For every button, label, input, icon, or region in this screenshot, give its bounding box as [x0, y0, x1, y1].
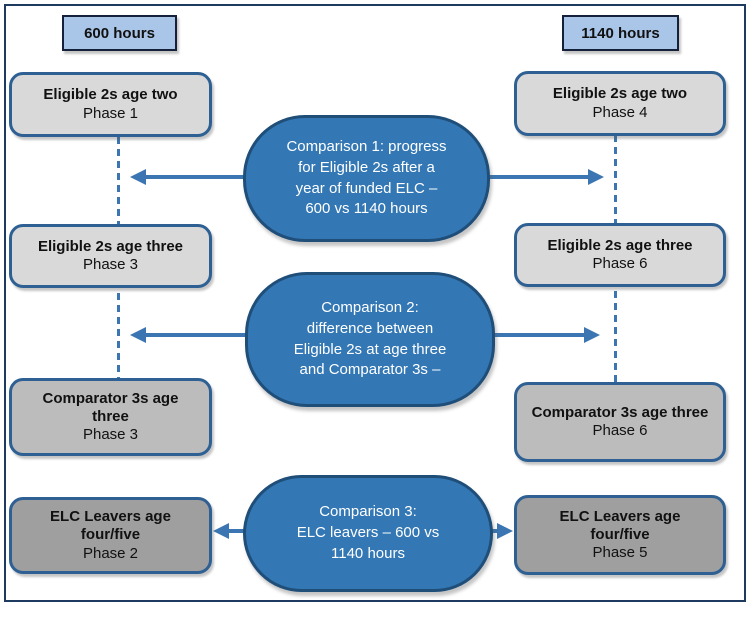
- header-label: 600 hours: [84, 24, 155, 42]
- comparison-2-bubble: Comparison 2: difference between Eligibl…: [245, 272, 495, 407]
- diagram-border: [4, 4, 746, 602]
- comparison-text-line: and Comparator 3s –: [299, 361, 441, 379]
- box-title: Comparator 3s age three: [42, 389, 179, 425]
- box-left-elc-leavers-age-four-five: ELC Leavers age four/five Phase 2: [9, 497, 212, 574]
- arrowhead-left-icon: [213, 523, 229, 539]
- box-left-comparator-3s-age-three: Comparator 3s age three Phase 3: [9, 378, 212, 456]
- box-phase: Phase 5: [592, 544, 648, 562]
- box-left-eligible-2s-age-three: Eligible 2s age three Phase 3: [9, 224, 212, 288]
- box-right-elc-leavers-age-four-five: ELC Leavers age four/five Phase 5: [514, 495, 726, 575]
- arrowhead-left-icon: [130, 327, 146, 343]
- comparison-1-bubble: Comparison 1: progress for Eligible 2s a…: [243, 115, 490, 242]
- header-600-hours: 600 hours: [62, 15, 177, 51]
- comparison-text-line: ELC leavers – 600 vs: [296, 524, 440, 542]
- comparison-3-bubble: Comparison 3: ELC leavers – 600 vs 1140 …: [243, 475, 493, 592]
- box-title: ELC Leavers age four/five: [559, 507, 681, 543]
- box-phase: Phase 6: [592, 422, 648, 439]
- box-phase: Phase 4: [592, 103, 648, 121]
- box-phase: Phase 1: [82, 104, 139, 122]
- box-title: Eligible 2s age three: [37, 237, 184, 255]
- comparison-text-line: Comparison 2:: [321, 299, 419, 317]
- box-phase: Phase 3: [82, 426, 139, 444]
- box-phase: Phase 6: [592, 255, 648, 272]
- header-1140-hours: 1140 hours: [562, 15, 679, 51]
- arrowhead-right-icon: [497, 523, 513, 539]
- box-phase: Phase 3: [82, 256, 139, 273]
- arrowhead-left-icon: [130, 169, 146, 185]
- comparison-text-line: Comparison 1: progress: [286, 138, 447, 156]
- box-title: ELC Leavers age four/five: [50, 508, 171, 544]
- box-title: Eligible 2s age three: [547, 236, 693, 254]
- comparison-text-line: difference between: [306, 319, 434, 337]
- comparison-text-line: year of funded ELC –: [295, 179, 438, 197]
- box-right-eligible-2s-age-two: Eligible 2s age two Phase 4: [514, 71, 726, 136]
- box-title: Comparator 3s age three: [531, 403, 709, 421]
- box-title: Eligible 2s age two: [552, 85, 688, 103]
- arrowhead-right-icon: [588, 169, 604, 185]
- comparison-text-line: 1140 hours: [331, 544, 405, 562]
- box-left-eligible-2s-age-two: Eligible 2s age two Phase 1: [9, 72, 212, 137]
- box-title: Eligible 2s age two: [43, 86, 178, 104]
- comparison-text-line: for Eligible 2s after a: [298, 158, 435, 176]
- box-right-eligible-2s-age-three: Eligible 2s age three Phase 6: [514, 223, 726, 287]
- arrowhead-right-icon: [584, 327, 600, 343]
- header-label: 1140 hours: [581, 24, 660, 42]
- box-phase: Phase 2: [82, 544, 139, 562]
- comparison-text-line: Comparison 3:: [319, 503, 417, 521]
- comparison-text-line: 600 vs 1140 hours: [305, 200, 428, 218]
- box-right-comparator-3s-age-three: Comparator 3s age three Phase 6: [514, 382, 726, 462]
- comparison-text-line: Eligible 2s at age three: [293, 340, 447, 358]
